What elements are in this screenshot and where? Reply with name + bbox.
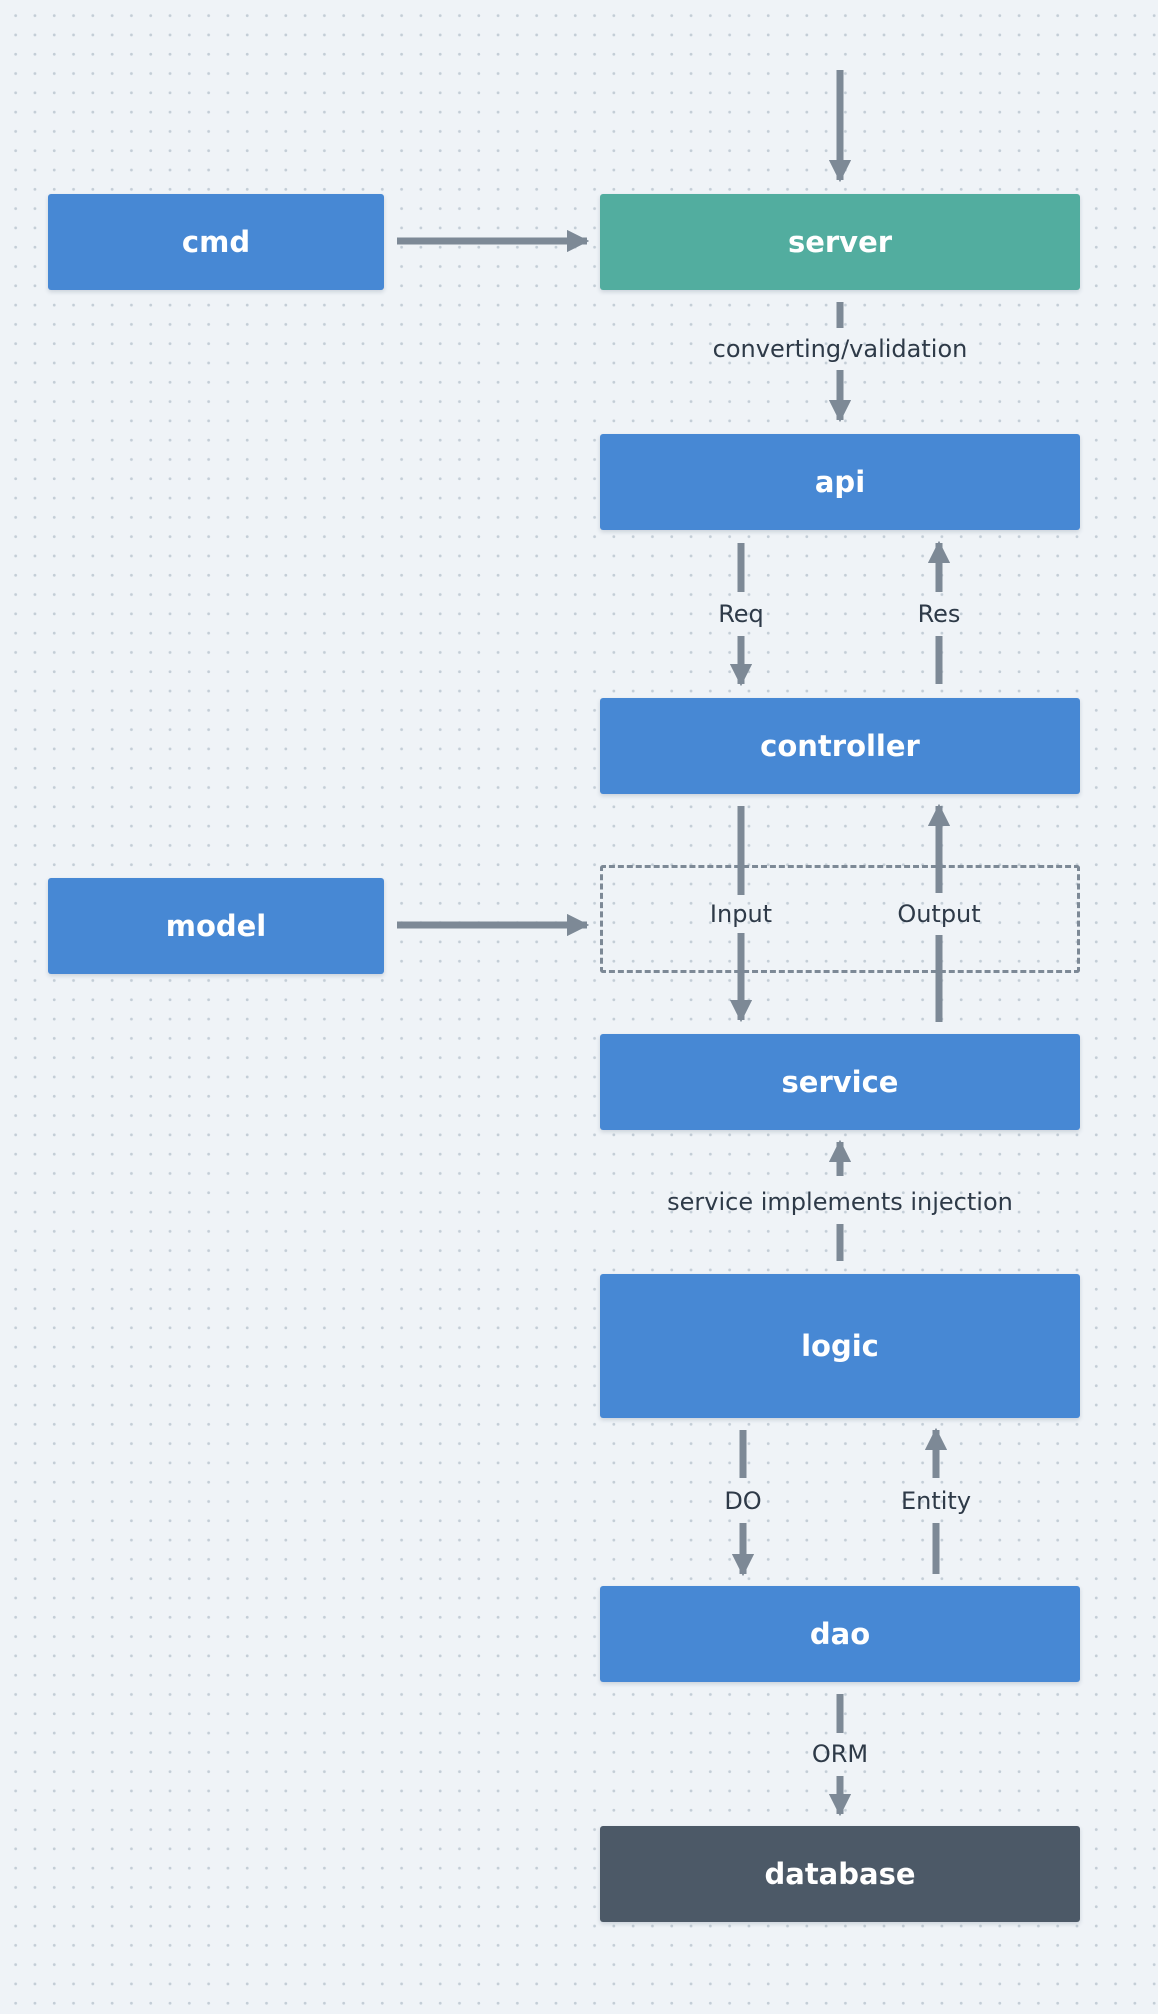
- logic-label: logic: [801, 1329, 879, 1363]
- service-implements-injection-label: service implements injection: [667, 1188, 1013, 1216]
- dao-label: dao: [809, 1617, 871, 1651]
- server-label: server: [787, 225, 893, 259]
- converting-validation-label: converting/validation: [712, 335, 968, 363]
- res-label: Res: [917, 600, 961, 628]
- do-label: DO: [724, 1487, 762, 1515]
- api-node: api: [600, 434, 1080, 530]
- database-label: database: [764, 1857, 916, 1891]
- service-label: service: [781, 1065, 899, 1099]
- controller-label: controller: [760, 729, 920, 763]
- io-group-box: [600, 865, 1080, 973]
- orm-label: ORM: [811, 1740, 869, 1768]
- output-label: Output: [897, 900, 981, 928]
- model-node: model: [48, 878, 384, 974]
- database-node: database: [600, 1826, 1080, 1922]
- cmd-label: cmd: [181, 225, 251, 259]
- dao-node: dao: [600, 1586, 1080, 1682]
- model-label: model: [165, 909, 267, 943]
- service-node: service: [600, 1034, 1080, 1130]
- cmd-node: cmd: [48, 194, 384, 290]
- req-label: Req: [718, 600, 764, 628]
- api-label: api: [814, 465, 866, 499]
- controller-node: controller: [600, 698, 1080, 794]
- server-node: server: [600, 194, 1080, 290]
- logic-node: logic: [600, 1274, 1080, 1418]
- entity-label: Entity: [900, 1487, 972, 1515]
- input-label: Input: [709, 900, 773, 928]
